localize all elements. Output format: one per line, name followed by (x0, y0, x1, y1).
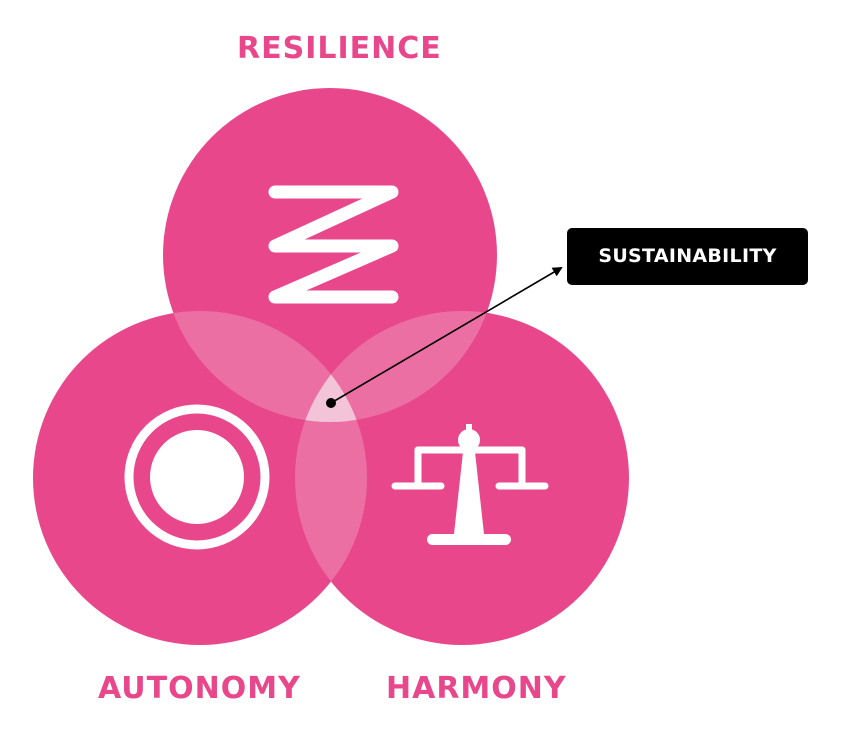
label-resilience: RESILIENCE (237, 31, 442, 66)
ring-icon (124, 404, 270, 550)
overlap-resilience-harmony (295, 311, 497, 422)
balance-scale-icon (391, 424, 549, 545)
label-autonomy: AUTONOMY (98, 671, 301, 706)
label-harmony: HARMONY (386, 671, 567, 706)
sustainability-callout: SUSTAINABILITY (567, 228, 808, 285)
overlap-resilience-autonomy (163, 311, 367, 422)
callout-arrow (330, 266, 563, 404)
zigzag-icon (268, 185, 399, 304)
